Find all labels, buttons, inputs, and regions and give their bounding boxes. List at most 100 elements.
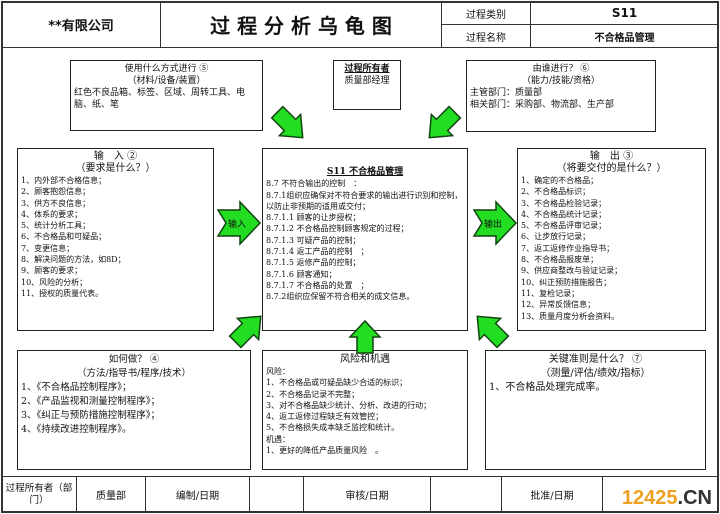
list-item: 6、不合格品和可疑品；: [21, 232, 107, 242]
list-item: 4、体系的要求；: [21, 209, 83, 219]
list-item: 8.7.1.7 不合格品的处置 ；: [266, 280, 369, 290]
criteria-subtitle: （测量/评估/绩效/指标）: [540, 368, 651, 379]
owner-value: 质量部经理: [344, 76, 390, 86]
list-item: 1、《不合格品控制程序》；: [21, 382, 132, 393]
risk-box: 风险和机遇 风险： 1、不合格品或可疑品缺少合适的标识；2、不合格品记录不完整；3…: [262, 350, 468, 470]
criteria-arrow-icon: [476, 315, 510, 349]
who-arrow-icon: [428, 105, 462, 139]
list-item: 8.7.1组织应确保对不符合要求的输出进行识别和控制，以防止非预期的适用或交付；: [266, 190, 463, 211]
outputs-subtitle: （将要交付的是什么？）: [556, 163, 667, 174]
who-line: 主管部门：质量部: [470, 88, 543, 98]
risk-title: 风险和机遇: [340, 354, 390, 365]
outputs-box: 输 出 ③ （将要交付的是什么？） 1、确定的不合格品； 2、不合格品标识；3、不…: [517, 148, 706, 331]
footer-owner-value: 质量部: [76, 476, 146, 513]
footer-approved-value[interactable]: [602, 476, 719, 513]
list-item: 7、返工返修作业指导书；: [521, 243, 615, 253]
inputs-subtitle: （要求是什么？）: [75, 163, 156, 174]
list-item: 8.7.1.1 顾客的让步授权；: [266, 213, 361, 223]
list-item: 3、不合格品检验记录；: [521, 198, 607, 208]
owner-box: 过程所有者 质量部经理: [333, 60, 401, 110]
list-item: 2、《产品监视和测量控制程序》；: [21, 396, 161, 407]
list-item: 8.7.1.6 顾客通知；: [266, 269, 337, 279]
input-arrow-label: 输入: [227, 220, 246, 230]
owner-title: 过程所有者: [344, 64, 390, 74]
list-item: 7、变更信息；: [21, 243, 75, 253]
inputs-title: 输 入 ②: [93, 151, 138, 162]
how-arrow-icon: [228, 315, 262, 349]
list-item: 8.7.2组织应保留不符合相关的成文信息。: [266, 292, 415, 302]
list-item: 11、复检记录；: [521, 288, 580, 298]
input-arrow-icon: [216, 200, 262, 246]
criteria-item: 1、不合格品处理完成率。: [489, 382, 606, 393]
list-item: 1、内外部不合格信息；: [21, 176, 107, 185]
process-box: S11 不合格品管理 8.7 不符合输出的控制 ：8.7.1组织应确保对不符合要…: [262, 148, 468, 331]
footer-prepared-label: 编制/日期: [145, 476, 250, 513]
list-item: 4、返工返修过程缺乏有效管控；: [266, 412, 384, 422]
output-arrow-label: 输出: [483, 220, 502, 230]
list-item: 8.7.1.3 可疑产品的控制；: [266, 235, 361, 245]
list-item: 8.7 不符合输出的控制 ：: [266, 179, 362, 189]
resources-text: 红色不良品箱、标签、区域、周转工具、电脑、纸、笔: [74, 88, 246, 110]
resources-box: 使用什么方式进行 ⑤ （材料/设备/装置） 红色不良品箱、标签、区域、周转工具、…: [70, 60, 263, 131]
list-item: 1、更好的降低产品质量风险 。: [266, 446, 384, 456]
list-item: 8.7.1.2 不合格品控制顾客规定的过程；: [266, 224, 409, 234]
watermark-suffix: .CN: [677, 487, 712, 509]
name-label: 过程名称: [441, 24, 531, 48]
list-item: 9、顾客的要求；: [21, 266, 83, 276]
risk-arrow-icon: [348, 319, 382, 354]
watermark: 12425.CN: [622, 487, 712, 510]
resources-subtitle: （材料/设备/装置）: [127, 76, 206, 86]
list-item: 5、不合格损失成本缺乏监控和统计。: [266, 423, 400, 433]
how-box: 如何做？ ④ （方法/指导书/程序/技术） 1、《不合格品控制程序》； 2、《产品…: [17, 350, 251, 470]
list-item: 2、顾客抱怨信息；: [21, 187, 91, 197]
resources-title: 使用什么方式进行 ⑤: [124, 64, 209, 74]
footer-reviewed-value[interactable]: [430, 476, 502, 513]
watermark-num: 12425: [621, 487, 678, 509]
list-item: 4、《持续改进控制程序》。: [21, 424, 132, 435]
criteria-box: 关键准则是什么？ ⑦ （测量/评估/绩效/指标） 1、不合格品处理完成率。: [485, 350, 706, 470]
list-item: 2、不合格品记录不完整；: [266, 389, 360, 399]
list-item: 3、对不合格品缺少统计、分析、改进的行动；: [266, 400, 432, 410]
footer-reviewed-label: 审核/日期: [303, 476, 431, 513]
process-title: S11 不合格品管理: [326, 167, 404, 177]
list-item: 6、让步放行记录；: [521, 232, 591, 242]
who-line: 相关部门：采购部、物流部、生产部: [470, 100, 615, 110]
criteria-title: 关键准则是什么？ ⑦: [548, 354, 643, 365]
list-item: 3、供方不良信息；: [21, 198, 91, 208]
list-item: 10、风险的分析；: [21, 277, 88, 287]
who-subtitle: （能力/技能/资格）: [521, 76, 601, 86]
list-item: 10、纠正预防措施报告；: [521, 277, 612, 287]
list-item: 8.7.1.5 返修产品的控制；: [266, 258, 361, 268]
outputs-title: 输 出 ③: [589, 151, 634, 162]
list-item: 11、授权的质量代表。: [21, 288, 104, 298]
category-value: S11: [530, 1, 719, 25]
category-label: 过程类别: [441, 1, 531, 25]
list-item: 3、《纠正与预防措施控制程序》；: [21, 410, 161, 421]
list-item: 机遇：: [266, 434, 290, 444]
list-item: 5、不合格品评审记录；: [521, 221, 607, 231]
resources-arrow-icon: [270, 105, 304, 139]
name-value: 不合格品管理: [530, 24, 719, 48]
inputs-box: 输 入 ② （要求是什么？） 1、内外部不合格信息； 2、顾客抱怨信息；3、供方不…: [17, 148, 214, 331]
footer-owner-label: 过程所有者（部门）: [1, 476, 77, 513]
footer-prepared-value[interactable]: [249, 476, 304, 513]
list-item: 1、不合格品或可疑品缺少合适的标识；: [266, 378, 408, 388]
who-box: 由谁进行？ ⑥ （能力/技能/资格） 主管部门：质量部 相关部门：采购部、物流部…: [466, 60, 656, 132]
output-arrow-icon: [472, 200, 518, 246]
list-item: 风险：: [266, 367, 290, 376]
company-name: **有限公司: [1, 1, 161, 48]
how-subtitle: （方法/指导书/程序/技术）: [76, 368, 192, 379]
footer-approved-label: 批准/日期: [501, 476, 603, 513]
list-item: 12、异常反馈信息；: [521, 300, 596, 310]
how-title: 如何做？ ④: [108, 354, 160, 365]
who-title: 由谁进行？ ⑥: [532, 64, 590, 74]
list-item: 8、解决问题的方法，如8D；: [21, 255, 126, 265]
list-item: 8.7.1.4 返工产品的控制 ；: [266, 247, 369, 257]
list-item: 9、供应商整改与验证记录；: [521, 266, 623, 276]
page-title: 过 程 分 析 乌 龟 图: [160, 1, 442, 48]
list-item: 5、统计分析工具；: [21, 221, 91, 231]
list-item: 1、确定的不合格品；: [521, 176, 599, 185]
list-item: 8、不合格品报废单；: [521, 255, 599, 265]
list-item: 4、不合格品统计记录；: [521, 209, 607, 219]
list-item: 2、不合格品标识；: [521, 187, 591, 197]
